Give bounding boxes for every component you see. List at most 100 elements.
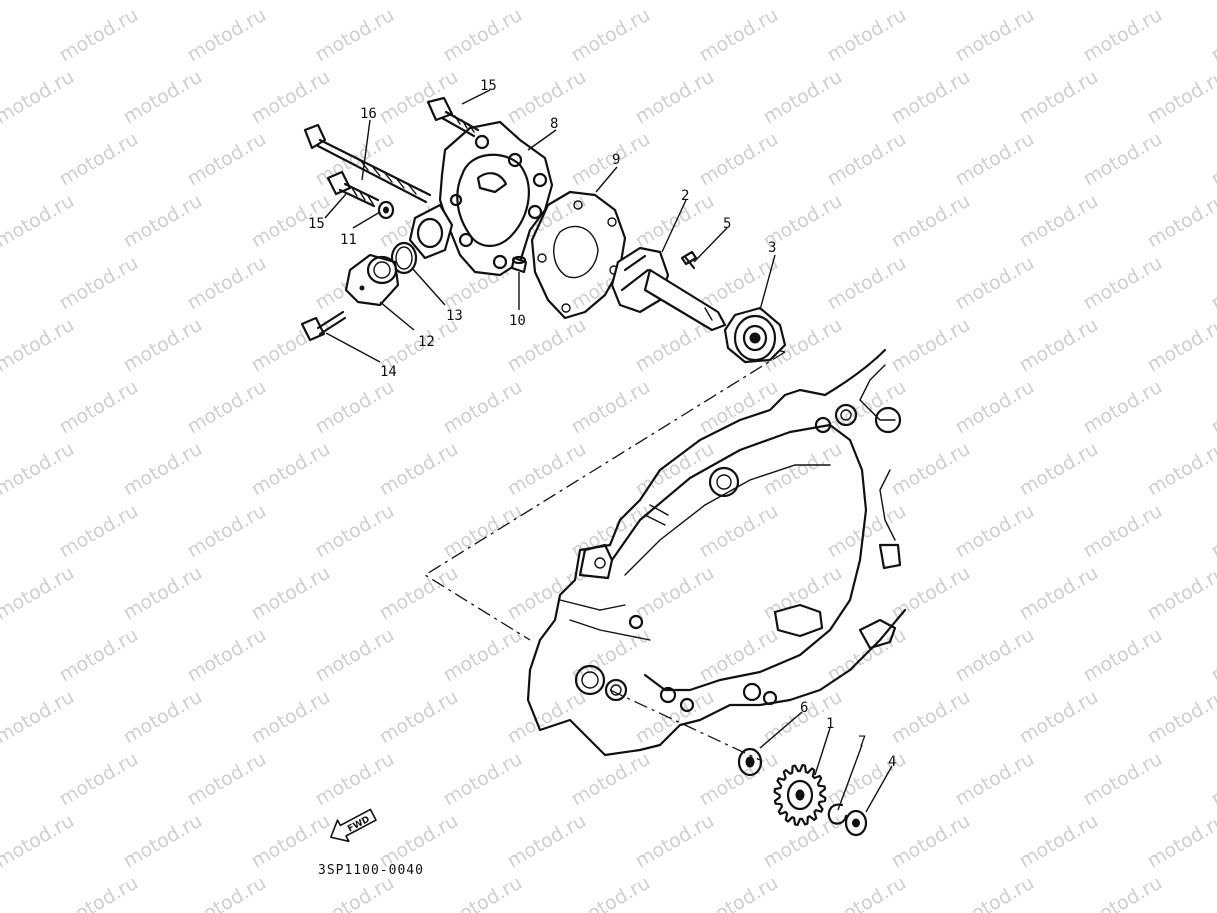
callout-2: 2 xyxy=(681,188,689,204)
watermark-text: motod.ru xyxy=(824,4,910,67)
watermark-text: motod.ru xyxy=(1208,376,1217,439)
watermark-text: motod.ru xyxy=(696,4,782,67)
watermark-text: motod.ru xyxy=(312,748,398,811)
watermark-text: motod.ru xyxy=(248,66,334,129)
callout-15-lower: 15 xyxy=(308,216,325,232)
watermark-text: motod.ru xyxy=(56,748,142,811)
watermark-text: motod.ru xyxy=(888,438,974,501)
watermark-text: motod.ru xyxy=(760,0,846,4)
watermark-text: motod.ru xyxy=(248,686,334,749)
watermark-text: motod.ru xyxy=(504,810,590,873)
watermark-text: motod.ru xyxy=(1144,314,1217,377)
watermark-text: motod.ru xyxy=(632,190,718,253)
watermark-text: motod.ru xyxy=(1080,4,1166,67)
watermark-text: motod.ru xyxy=(568,872,654,913)
watermark-text: motod.ru xyxy=(120,810,206,873)
callout-11: 11 xyxy=(340,232,357,248)
watermark-text: motod.ru xyxy=(56,128,142,191)
watermark-text: motod.ru xyxy=(312,624,398,687)
watermark-text: motod.ru xyxy=(888,314,974,377)
watermark-text: motod.ru xyxy=(1144,562,1217,625)
watermark-text: motod.ru xyxy=(824,872,910,913)
bolt-lower xyxy=(326,170,380,208)
watermark-text: motod.ru xyxy=(0,66,78,129)
watermark-text: motod.ru xyxy=(632,0,718,4)
watermark-text: motod.ru xyxy=(1208,872,1217,913)
watermark-text: motod.ru xyxy=(440,376,526,439)
watermark-text: motod.ru xyxy=(248,314,334,377)
watermark-text: motod.ru xyxy=(632,66,718,129)
watermark-text: motod.ru xyxy=(568,624,654,687)
watermark-text: motod.ru xyxy=(1080,376,1166,439)
watermark-text: motod.ru xyxy=(888,810,974,873)
callout-7: 7 xyxy=(858,734,866,750)
watermark-text: motod.ru xyxy=(952,128,1038,191)
watermark-text: motod.ru xyxy=(1080,128,1166,191)
watermark-text: motod.ru xyxy=(888,686,974,749)
watermark-text: motod.ru xyxy=(0,810,78,873)
watermark-text: motod.ru xyxy=(888,190,974,253)
watermark-text: motod.ru xyxy=(440,500,526,563)
watermark-text: motod.ru xyxy=(184,748,270,811)
watermark-text: motod.ru xyxy=(0,562,78,625)
watermark-text: motod.ru xyxy=(952,376,1038,439)
watermark-text: motod.ru xyxy=(1080,872,1166,913)
watermark-text: motod.ru xyxy=(440,748,526,811)
watermark-text: motod.ru xyxy=(120,190,206,253)
watermark-text: motod.ru xyxy=(1016,314,1102,377)
watermark-text: motod.ru xyxy=(376,438,462,501)
dowel-pin xyxy=(510,255,528,274)
watermark-text: motod.ru xyxy=(1016,438,1102,501)
watermark-text: motod.ru xyxy=(56,624,142,687)
watermark-text: motod.ru xyxy=(1208,748,1217,811)
watermark-text: motod.ru xyxy=(1144,190,1217,253)
callout-14: 14 xyxy=(380,364,397,380)
washer-11 xyxy=(377,200,395,220)
watermark-text: motod.ru xyxy=(1080,252,1166,315)
watermark-text: motod.ru xyxy=(824,128,910,191)
watermark-text: motod.ru xyxy=(120,0,206,4)
watermark-text: motod.ru xyxy=(440,4,526,67)
watermark-text: motod.ru xyxy=(952,500,1038,563)
callout-3: 3 xyxy=(768,240,776,256)
watermark-text: motod.ru xyxy=(760,562,846,625)
bearing xyxy=(723,306,787,364)
callout-labels: 15 16 8 9 2 5 3 15 11 13 10 12 14 6 1 7 … xyxy=(308,78,896,770)
watermark-text: motod.ru xyxy=(1016,810,1102,873)
watermark-text: motod.ru xyxy=(0,686,78,749)
watermark-text: motod.ru xyxy=(504,0,590,4)
watermark-text: motod.ru xyxy=(56,872,142,913)
crankcase xyxy=(526,348,907,757)
watermark-text: motod.ru xyxy=(952,4,1038,67)
watermark-text: motod.ru xyxy=(440,872,526,913)
watermark-text: motod.ru xyxy=(120,314,206,377)
watermark-text: motod.ru xyxy=(1016,686,1102,749)
watermark-text: motod.ru xyxy=(312,500,398,563)
watermark-text: motod.ru xyxy=(696,128,782,191)
watermark-text: motod.ru xyxy=(56,252,142,315)
watermark-text: motod.ru xyxy=(120,562,206,625)
bolt-14 xyxy=(300,310,347,342)
watermark-text: motod.ru xyxy=(312,4,398,67)
watermark-text: motod.ru xyxy=(696,376,782,439)
watermark-text: motod.ru xyxy=(1080,748,1166,811)
callout-8: 8 xyxy=(550,116,558,132)
watermark-text: motod.ru xyxy=(56,376,142,439)
watermark-text: motod.ru xyxy=(696,872,782,913)
watermark-text: motod.ru xyxy=(248,438,334,501)
watermark-text: motod.ru xyxy=(1208,624,1217,687)
watermark-text: motod.ru xyxy=(952,872,1038,913)
callout-12: 12 xyxy=(418,334,435,350)
callout-10: 10 xyxy=(509,313,526,329)
watermark-text: motod.ru xyxy=(568,4,654,67)
watermark-text: motod.ru xyxy=(1080,624,1166,687)
pin-5 xyxy=(684,256,696,270)
watermark-text: motod.ru xyxy=(376,562,462,625)
watermark-text: motod.ru xyxy=(1144,810,1217,873)
watermark-text: motod.ru xyxy=(568,376,654,439)
watermark-text: motod.ru xyxy=(1080,500,1166,563)
leader-lines xyxy=(324,89,893,813)
watermark-text: motod.ru xyxy=(376,66,462,129)
